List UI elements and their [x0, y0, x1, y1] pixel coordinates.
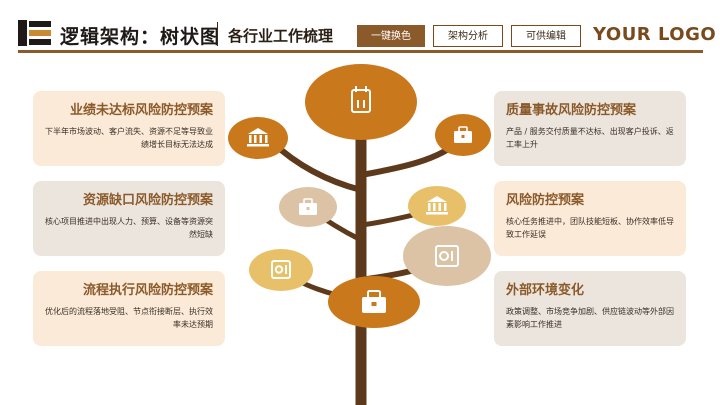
card-left-1: 业绩未达标风险防控预案 下半年市场波动、客户流失、资源不足等导致业绩增长目标无法… — [33, 91, 225, 166]
node-l2 — [279, 187, 337, 227]
safe-icon — [435, 245, 459, 267]
node-bottom — [328, 276, 420, 328]
safe-icon — [271, 260, 291, 279]
branch-l1 — [269, 139, 364, 193]
bank-icon — [247, 128, 269, 147]
node-top — [305, 64, 417, 140]
header: 逻辑架构：树状图 各行业工作梳理 一键换色 架构分析 可供编辑 YOUR LOG… — [0, 0, 720, 62]
node-r3 — [403, 226, 491, 286]
node-r2 — [408, 186, 466, 226]
header-divider — [217, 22, 218, 46]
card-title: 流程执行风险防控预案 — [82, 283, 213, 298]
briefcase-icon — [299, 198, 317, 215]
bank-icon — [426, 196, 448, 215]
card-desc: 下半年市场波动、客户流失、资源不足等导致业绩增长目标无法达成 — [45, 127, 213, 149]
card-title: 资源缺口风险防控预案 — [82, 193, 213, 208]
edit-button[interactable]: 可供编辑 — [511, 25, 581, 47]
card-desc: 政策调整、市场竞争加剧、供应链波动等外部因素影响工作推进 — [506, 307, 674, 329]
page-title: 逻辑架构：树状图 — [60, 26, 221, 48]
calendar-icon — [351, 86, 371, 113]
header-rule — [18, 50, 703, 53]
brand-logo: YOUR LOGO — [593, 24, 717, 45]
node-l1 — [228, 117, 288, 159]
card-desc: 产品 / 服务交付质量不达标、出现客户投诉、返工率上升 — [506, 127, 674, 149]
node-l3 — [249, 249, 313, 291]
card-title: 质量事故风险防控预案 — [506, 103, 637, 118]
outline-icon — [18, 20, 51, 46]
card-right-1: 质量事故风险防控预案 产品 / 服务交付质量不达标、出现客户投诉、返工率上升 — [494, 91, 686, 166]
card-left-2: 资源缺口风险防控预案 核心项目推进中出现人力、预算、设备等资源突然短缺 — [33, 181, 225, 256]
card-desc: 优化后的流程落地受阻、节点衔接断层、执行效率未达预期 — [45, 307, 213, 329]
card-desc: 核心项目推进中出现人力、预算、设备等资源突然短缺 — [45, 217, 213, 239]
card-desc: 核心任务推进中，团队技能短板、协作效率低导致工作延误 — [506, 217, 674, 239]
node-r1 — [435, 114, 491, 156]
card-left-3: 流程执行风险防控预案 优化后的流程落地受阻、节点衔接断层、执行效率未达预期 — [33, 271, 225, 346]
analyze-button[interactable]: 架构分析 — [433, 25, 503, 47]
briefcase-icon — [362, 290, 386, 313]
card-right-2: 风险防控预案 核心任务推进中，团队技能短板、协作效率低导致工作延误 — [494, 181, 686, 256]
card-right-3: 外部环境变化 政策调整、市场竞争加剧、供应链波动等外部因素影响工作推进 — [494, 271, 686, 346]
card-title: 外部环境变化 — [506, 283, 585, 298]
briefcase-icon — [454, 126, 472, 143]
recolor-button[interactable]: 一键换色 — [357, 25, 425, 47]
card-title: 业绩未达标风险防控预案 — [69, 103, 213, 118]
card-title: 风险防控预案 — [506, 193, 585, 208]
page-subtitle: 各行业工作梳理 — [228, 27, 334, 45]
